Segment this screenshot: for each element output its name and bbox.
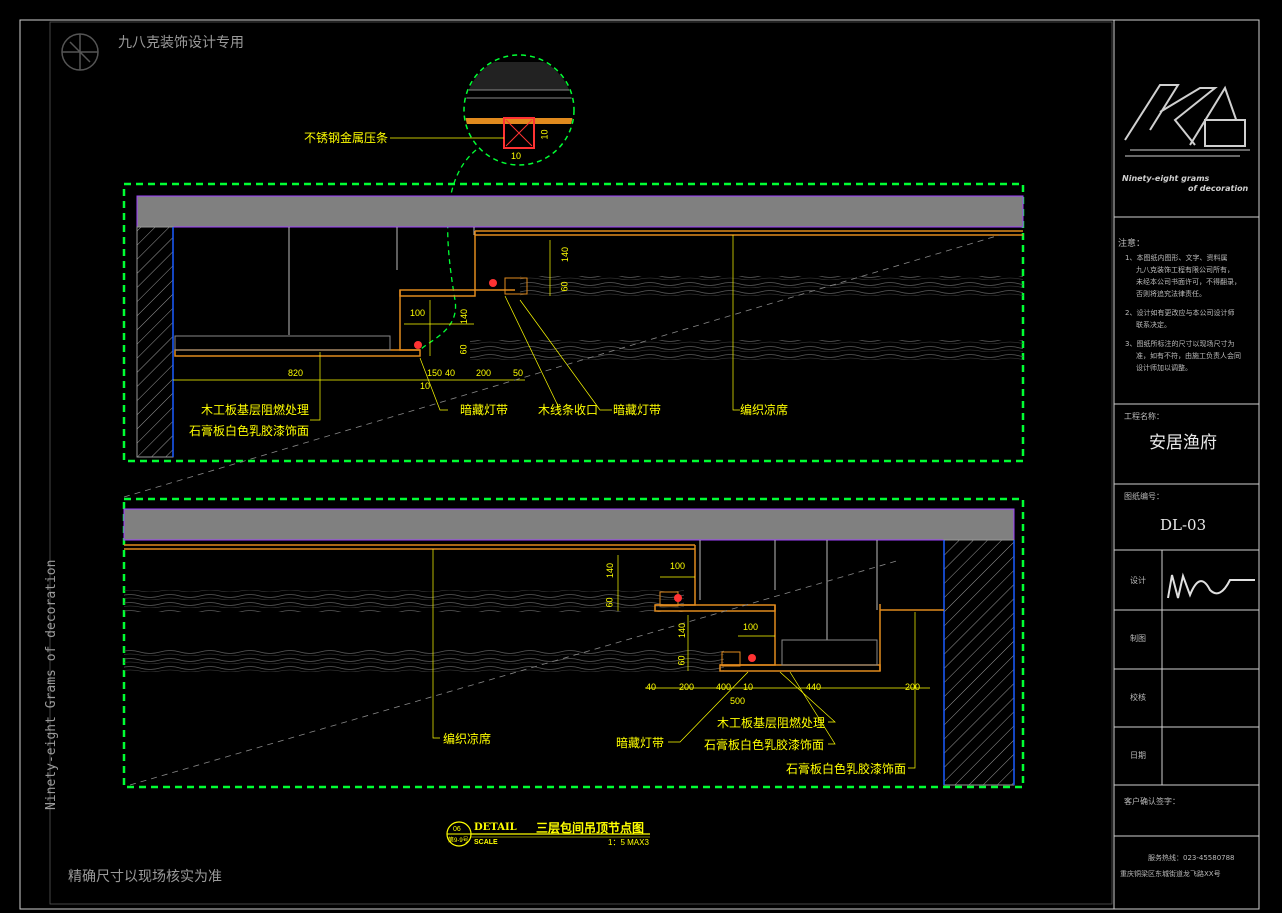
watermark-vertical: Ninety-eight Grams of decoration	[44, 559, 59, 810]
upper-dim: 50	[513, 368, 524, 378]
note-line: 联系决定。	[1136, 321, 1171, 329]
upper-dim: 60	[458, 344, 469, 355]
project-name: 安居渔府	[1149, 433, 1217, 453]
titleblock-grid	[1114, 216, 1259, 837]
address: 重庆铜梁区东城街道龙飞路XX号	[1120, 870, 1221, 878]
watermark-seal-icon	[61, 33, 99, 71]
note-line: 1、本图纸内图形、文字、资料属	[1125, 254, 1228, 262]
upper-dim: 40	[445, 368, 456, 378]
upper-section-frame	[122, 182, 1025, 463]
lower-section-frame	[122, 497, 1025, 789]
upper-dim: 10	[420, 381, 431, 391]
lower-dim: 60	[676, 655, 687, 666]
drawing-no: DL-03	[1160, 516, 1207, 534]
callout-dim: 10	[539, 129, 550, 140]
lower-label: 石膏板白色乳胶漆饰面	[704, 738, 825, 752]
note-line: 未经本公司书面许可，不得翻录，	[1136, 278, 1241, 286]
detail-label: DETAIL	[474, 822, 517, 833]
lower-dim: 10	[743, 682, 754, 692]
lower-dim: 40	[646, 682, 657, 692]
logo-line1: Ninety-eight grams	[1122, 174, 1210, 183]
lower-label: 木工板基层阻燃处理	[717, 716, 826, 730]
upper-dim: 140	[560, 246, 571, 263]
lower-dim: 100	[743, 622, 759, 632]
lower-dim: 140	[605, 562, 616, 579]
upper-dim: 140	[459, 308, 470, 325]
callout-dim: 10	[511, 151, 522, 161]
upper-label: 木工板基层阻燃处理	[201, 403, 310, 417]
upper-label: 暗藏灯带	[460, 403, 509, 417]
lower-wall	[943, 539, 1015, 786]
detail-badge-sub: 第9-9号	[448, 838, 469, 844]
row-design: 设计	[1130, 576, 1146, 585]
lower-slab	[123, 508, 1015, 541]
detail-scale: 1：5 MAX3	[608, 838, 649, 847]
row-check: 校核	[1130, 693, 1146, 702]
lower-dim: 200	[905, 682, 921, 692]
detail-badge: 06	[453, 826, 461, 833]
lower-label: 石膏板白色乳胶漆饰面	[786, 762, 907, 776]
watermark-top: 九八克装饰设计专用	[118, 35, 244, 51]
upper-label: 暗藏灯带	[613, 403, 662, 417]
row-draw: 制图	[1130, 634, 1146, 643]
note-line: 九八克装饰工程有限公司所有，	[1136, 266, 1234, 274]
detail-badge-icon	[446, 821, 650, 847]
note-line: 否则将追究法律责任。	[1136, 290, 1206, 298]
note-line: 设计师加以调整。	[1136, 364, 1192, 372]
scale-label: SCALE	[474, 839, 498, 846]
lower-dim: 100	[670, 561, 686, 571]
designer-signature-icon	[1167, 572, 1255, 599]
logo-mark: 98	[1212, 122, 1232, 138]
upper-wall	[136, 226, 174, 458]
logo-icon	[1124, 84, 1250, 157]
upper-slab	[136, 195, 1024, 228]
lower-dim: 440	[806, 682, 822, 692]
note-line: 2、设计如有更改应与本公司设计师	[1125, 309, 1235, 317]
upper-dim: 60	[559, 281, 570, 292]
note-line: 3、图纸所标注的尺寸以现场尺寸为	[1125, 340, 1235, 348]
lower-dim: 500	[730, 696, 746, 706]
watermark-bottom: 精确尺寸以现场核实为准	[68, 869, 222, 885]
callout-detail	[390, 54, 575, 351]
client-label: 客户确认签字：	[1124, 797, 1180, 806]
lower-label: 暗藏灯带	[616, 736, 665, 750]
logo-line2: of decoration	[1188, 184, 1249, 193]
row-date: 日期	[1130, 751, 1146, 760]
lower-label: 编织凉席	[443, 732, 492, 746]
phone: 服务热线：023-45580788	[1148, 854, 1235, 862]
detail-title: 三层包间吊顶节点图	[536, 821, 645, 835]
upper-label: 编织凉席	[740, 403, 789, 417]
upper-label: 石膏板白色乳胶漆饰面	[189, 424, 310, 438]
notes-heading: 注意：	[1118, 239, 1146, 249]
lower-dim: 400	[716, 682, 732, 692]
upper-dim: 200	[476, 368, 492, 378]
note-line: 准，如有不符，由施工负责人会同	[1136, 352, 1241, 360]
callout-label: 不锈钢金属压条	[304, 131, 389, 145]
upper-dim: 100	[410, 308, 426, 318]
lower-dim: 140	[677, 622, 688, 639]
project-label: 工程名称：	[1124, 412, 1164, 421]
upper-label: 木线条收口	[538, 403, 599, 417]
lower-dim: 60	[604, 597, 615, 608]
upper-dim: 820	[288, 368, 304, 378]
upper-dim: 150	[427, 368, 443, 378]
lower-dim: 200	[679, 682, 695, 692]
drawing-no-label: 图纸编号：	[1124, 492, 1164, 501]
sheet-border	[19, 19, 1260, 910]
